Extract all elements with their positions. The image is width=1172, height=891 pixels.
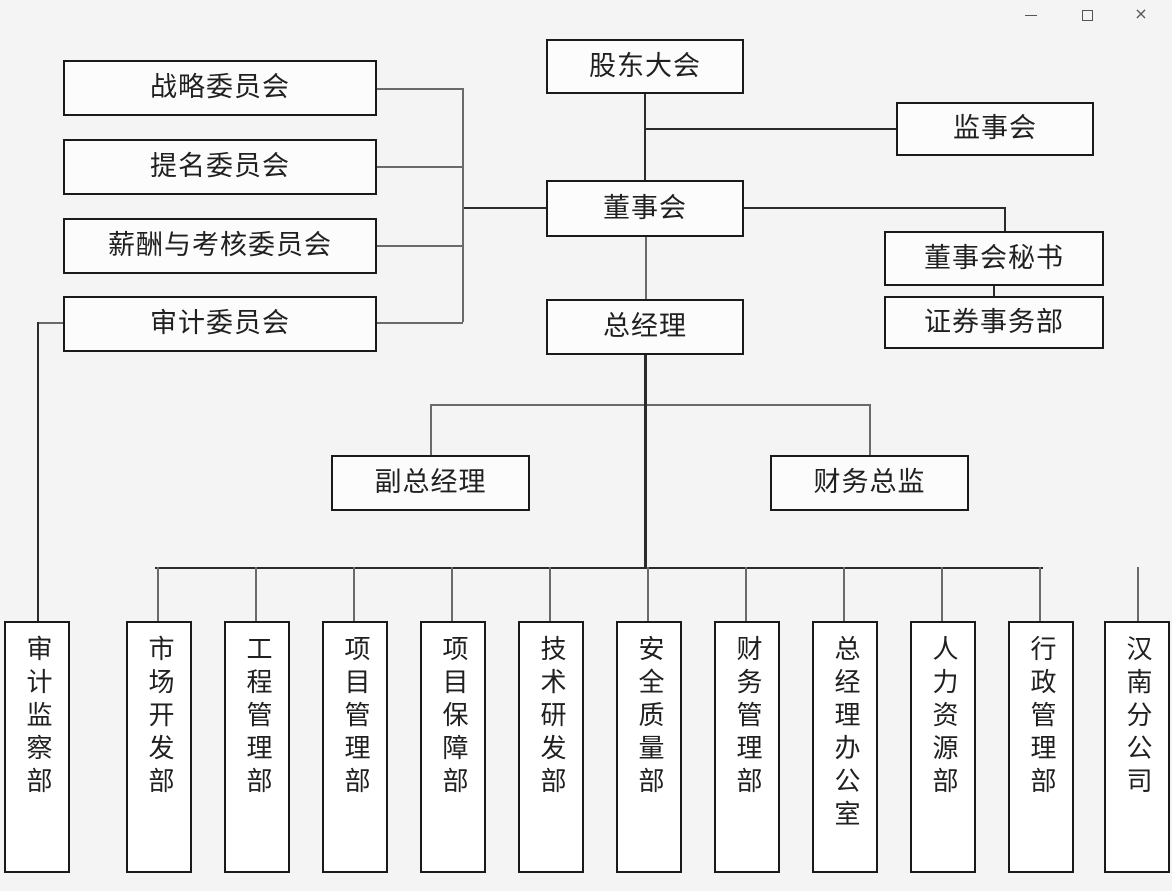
node-label: 市场开发部 bbox=[145, 635, 174, 800]
node-safety-quality-department[interactable]: 安全质量部 bbox=[616, 621, 682, 873]
drop-finance bbox=[745, 567, 747, 622]
minimize-icon bbox=[1025, 14, 1037, 16]
edge-remuneration-bus bbox=[377, 245, 463, 247]
node-label: 财务管理部 bbox=[733, 635, 762, 800]
node-label: 总经理办公室 bbox=[831, 635, 860, 833]
node-human-resources-department[interactable]: 人力资源部 bbox=[910, 621, 976, 873]
drop-engineering bbox=[255, 567, 257, 622]
node-administration-department[interactable]: 行政管理部 bbox=[1008, 621, 1074, 873]
node-engineering-management-department[interactable]: 工程管理部 bbox=[224, 621, 290, 873]
node-general-manager-office[interactable]: 总经理办公室 bbox=[812, 621, 878, 873]
node-label: 董事会 bbox=[603, 192, 687, 223]
node-label: 战略委员会 bbox=[150, 72, 290, 103]
node-project-support-department[interactable]: 项目保障部 bbox=[420, 621, 486, 873]
node-label: 董事会秘书 bbox=[924, 242, 1064, 273]
window-titlebar: × bbox=[0, 0, 1172, 30]
node-label: 监事会 bbox=[953, 113, 1037, 144]
drop-project-sup bbox=[451, 567, 453, 622]
node-finance-management-department[interactable]: 财务管理部 bbox=[714, 621, 780, 873]
edge-auditcomm-auditdept-vertical bbox=[37, 322, 39, 622]
drop-rnd bbox=[549, 567, 551, 622]
node-label: 副总经理 bbox=[374, 467, 487, 498]
node-label: 工程管理部 bbox=[243, 635, 272, 800]
minimize-button[interactable] bbox=[1008, 0, 1054, 30]
node-securities-affairs-department[interactable]: 证券事务部 bbox=[884, 296, 1104, 349]
department-bus bbox=[155, 567, 1043, 569]
edge-shareholders-supervisors bbox=[645, 128, 897, 130]
drop-market bbox=[157, 567, 159, 622]
gm-branch-bus bbox=[430, 404, 871, 406]
node-label: 安全质量部 bbox=[635, 635, 664, 800]
drop-gm-office bbox=[843, 567, 845, 622]
node-label: 技术研发部 bbox=[537, 635, 566, 800]
node-audit-committee[interactable]: 审计委员会 bbox=[63, 296, 377, 352]
node-project-management-department[interactable]: 项目管理部 bbox=[322, 621, 388, 873]
edge-gm-cfo bbox=[869, 404, 871, 455]
drop-safety bbox=[647, 567, 649, 622]
node-label: 行政管理部 bbox=[1027, 635, 1056, 800]
node-label: 项目管理部 bbox=[341, 635, 370, 800]
edge-board-secretary-v bbox=[1004, 207, 1006, 231]
drop-hr bbox=[941, 567, 943, 622]
node-general-manager[interactable]: 总经理 bbox=[546, 299, 744, 355]
node-label: 提名委员会 bbox=[150, 151, 290, 182]
node-shareholders-meeting[interactable]: 股东大会 bbox=[546, 39, 744, 94]
edge-shareholders-board bbox=[644, 93, 646, 209]
maximize-button[interactable] bbox=[1064, 0, 1110, 30]
node-label: 汉南分公司 bbox=[1123, 635, 1152, 800]
edge-board-committee-bus bbox=[463, 207, 547, 209]
gm-main-trunk bbox=[644, 355, 647, 569]
node-audit-supervision-department[interactable]: 审计监察部 bbox=[4, 621, 70, 873]
maximize-icon bbox=[1081, 9, 1093, 21]
node-label: 人力资源部 bbox=[929, 635, 958, 800]
drop-admin bbox=[1039, 567, 1041, 622]
committee-bus-vertical bbox=[462, 88, 464, 322]
node-label: 总经理 bbox=[603, 311, 687, 342]
node-nomination-committee[interactable]: 提名委员会 bbox=[63, 139, 377, 195]
node-label: 股东大会 bbox=[589, 50, 701, 81]
edge-gm-deputy bbox=[430, 404, 432, 455]
edge-nomination-bus bbox=[377, 166, 463, 168]
node-remuneration-appraisal-committee[interactable]: 薪酬与考核委员会 bbox=[63, 218, 377, 274]
node-label: 项目保障部 bbox=[439, 635, 468, 800]
node-board-of-supervisors[interactable]: 监事会 bbox=[896, 102, 1094, 156]
edge-auditcomm-left-stub bbox=[38, 322, 65, 324]
edge-strategy-bus bbox=[377, 88, 463, 90]
node-label: 薪酬与考核委员会 bbox=[108, 230, 332, 261]
node-label: 审计委员会 bbox=[150, 308, 290, 339]
node-board-secretary[interactable]: 董事会秘书 bbox=[884, 231, 1104, 286]
node-label: 审计监察部 bbox=[23, 635, 52, 800]
node-board-of-directors[interactable]: 董事会 bbox=[546, 180, 744, 237]
edge-board-secretary-h bbox=[744, 207, 1006, 209]
node-label: 证券事务部 bbox=[924, 306, 1064, 337]
close-button[interactable]: × bbox=[1118, 0, 1164, 30]
close-icon: × bbox=[1134, 4, 1148, 23]
node-market-development-department[interactable]: 市场开发部 bbox=[126, 621, 192, 873]
node-hannan-branch-company[interactable]: 汉南分公司 bbox=[1104, 621, 1170, 873]
node-label: 财务总监 bbox=[813, 467, 926, 498]
drop-project-mgmt bbox=[353, 567, 355, 622]
drop-hannan bbox=[1137, 567, 1139, 622]
node-deputy-general-manager[interactable]: 副总经理 bbox=[331, 455, 530, 511]
edge-auditcomm-bus bbox=[377, 322, 463, 324]
node-strategy-committee[interactable]: 战略委员会 bbox=[63, 60, 377, 116]
edge-board-gm bbox=[645, 237, 647, 299]
node-technology-rnd-department[interactable]: 技术研发部 bbox=[518, 621, 584, 873]
node-chief-financial-officer[interactable]: 财务总监 bbox=[770, 455, 969, 511]
